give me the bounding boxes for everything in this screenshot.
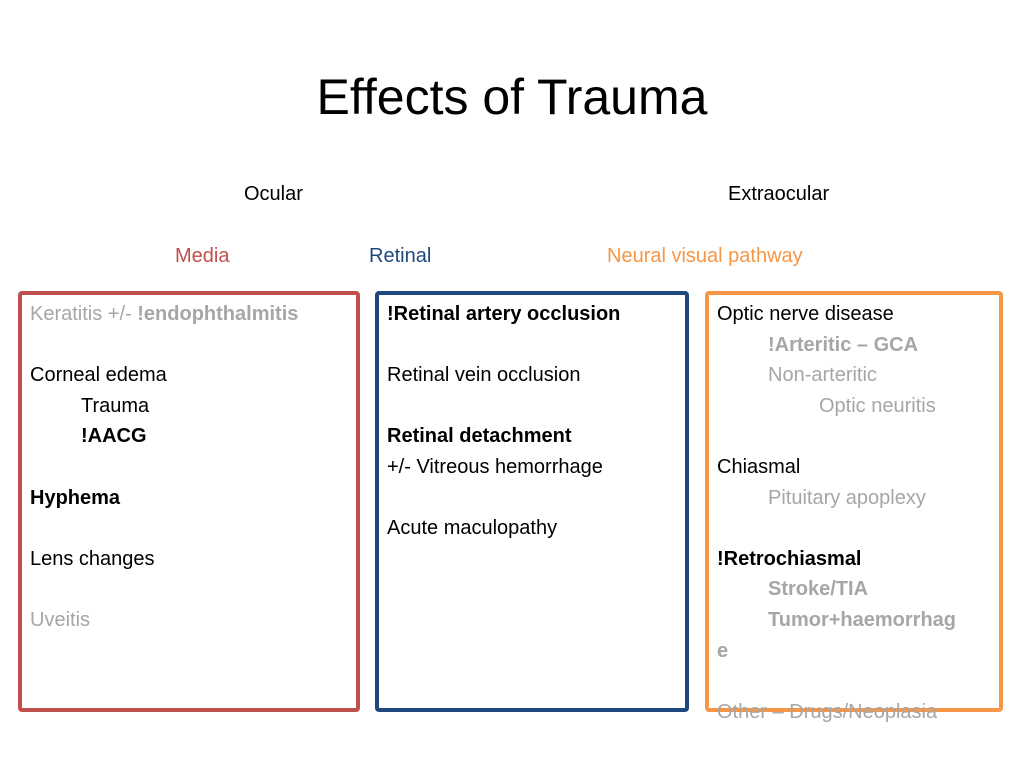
optic-nerve-disease: Optic nerve disease bbox=[717, 303, 894, 325]
slide-title: Effects of Trauma bbox=[316, 69, 708, 125]
category-neural: Neural visual pathway bbox=[607, 245, 803, 267]
keratitis-line: Keratitis +/- !endophthalmitis bbox=[30, 299, 352, 330]
non-arteritic: Non-arteritic bbox=[768, 364, 877, 387]
endophthalmitis-text: !endophthalmitis bbox=[137, 303, 299, 325]
hyphema-item: Hyphema bbox=[30, 486, 121, 509]
acute-maculopathy: Acute maculopathy bbox=[387, 517, 558, 540]
header-ocular: Ocular bbox=[244, 183, 303, 205]
tumor-haemorrhage-tail: e bbox=[717, 639, 729, 662]
retrochiasmal: !Retrochiasmal bbox=[717, 547, 862, 570]
chiasmal: Chiasmal bbox=[717, 455, 801, 478]
category-media: Media bbox=[175, 245, 230, 267]
category-retinal: Retinal bbox=[369, 245, 432, 267]
keratitis-prefix: Keratitis +/- bbox=[30, 303, 138, 325]
corneal-edema: Corneal edema bbox=[30, 364, 167, 387]
retinal-vein-occlusion: Retinal vein occlusion bbox=[387, 364, 581, 387]
vitreous-hemorrhage: +/- Vitreous hemorrhage bbox=[387, 455, 603, 478]
aacg-item: !AACG bbox=[81, 425, 147, 448]
uveitis-item: Uveitis bbox=[30, 608, 91, 631]
stroke-tia: Stroke/TIA bbox=[768, 578, 869, 601]
neural-box: Optic nerve disease !Arteritic – GCA Non… bbox=[705, 291, 1003, 723]
pituitary-apoplexy: Pituitary apoplexy bbox=[768, 486, 926, 509]
retinal-detachment: Retinal detachment bbox=[387, 425, 572, 448]
tumor-haemorrhage: Tumor+haemorrhag bbox=[768, 608, 956, 631]
optic-neuritis: Optic neuritis bbox=[819, 394, 936, 417]
arteritic-gca: !Arteritic – GCA bbox=[768, 333, 919, 356]
media-box: Keratitis +/- !endophthalmitis Corneal e… bbox=[18, 291, 360, 712]
trauma-item: Trauma bbox=[81, 394, 150, 417]
lens-changes-item: Lens changes bbox=[30, 547, 155, 570]
other-drugs-neoplasia: Other – Drugs/Neoplasia bbox=[717, 700, 938, 723]
retinal-artery-occlusion: !Retinal artery occlusion bbox=[387, 303, 621, 325]
retinal-box: !Retinal artery occlusion Retinal vein o… bbox=[375, 291, 689, 712]
header-extraocular: Extraocular bbox=[728, 183, 830, 205]
